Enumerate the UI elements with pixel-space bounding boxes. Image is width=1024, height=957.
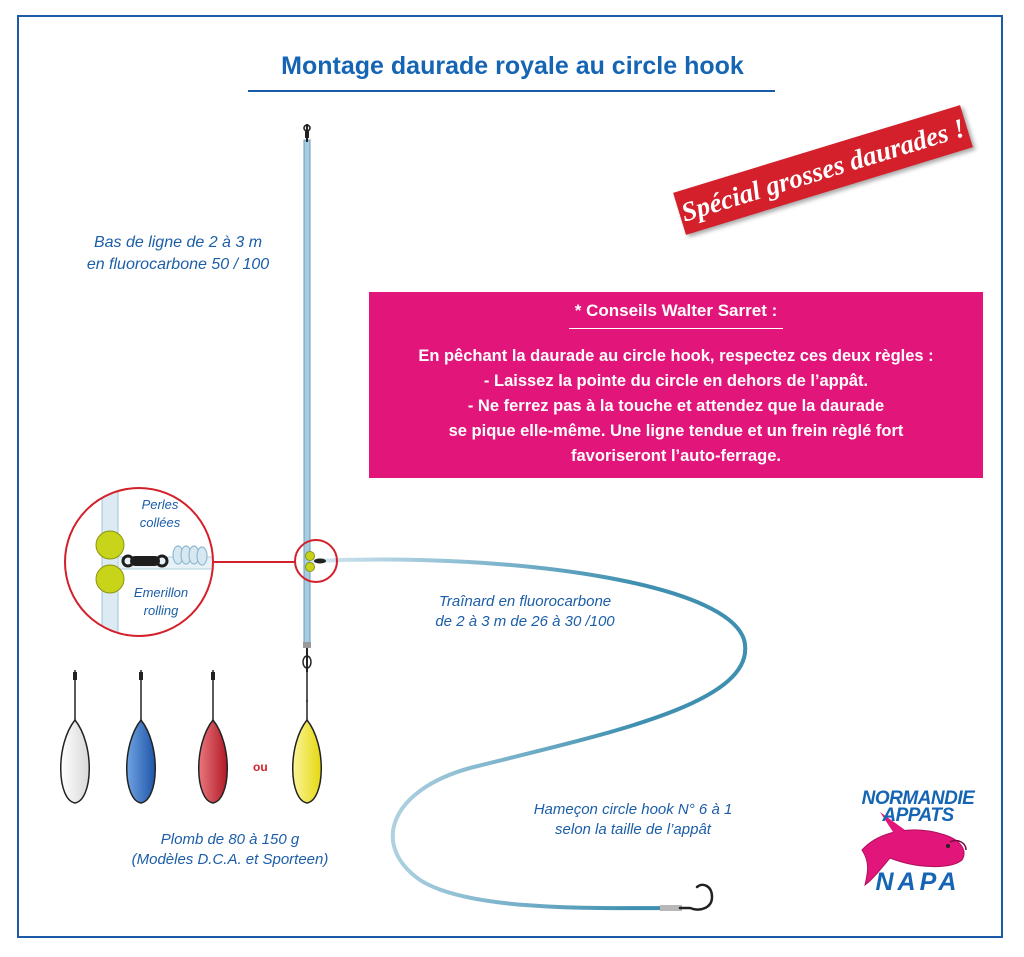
- swivel-label-line-2: rolling: [143, 602, 179, 618]
- white-sinker: [60, 670, 90, 804]
- brand-logo-napa: NAPA: [875, 868, 961, 896]
- advice-line: - Laissez la pointe du circle en dehors …: [483, 372, 869, 390]
- bottom-swivel-icon: [302, 642, 312, 672]
- sinker-label-line-2: (Modèles D.C.A. et Sporteen): [131, 851, 329, 869]
- hook-label-line-2: selon la taille de l’appât: [555, 821, 711, 839]
- beads-label-line-2: collées: [139, 514, 181, 530]
- advice-title-underline: [569, 328, 783, 329]
- swivel-label-line-1: Emerillon: [133, 585, 189, 600]
- red-sinker: [198, 670, 228, 804]
- beads-label-line-1: Perles: [141, 497, 179, 512]
- trailer-label-line-2: de 2 à 3 m de 26 à 30 /100: [435, 613, 615, 631]
- sinker-label: Plomb de 80 à 150 g (Modèles D.C.A. et S…: [110, 830, 350, 871]
- advice-box: * Conseils Walter Sarret : En pêchant la…: [369, 292, 983, 478]
- advice-title: * Conseils Walter Sarret :: [574, 301, 778, 320]
- napa-fish-logo-icon: [861, 812, 967, 887]
- brand-logo-line-2: APPATS: [882, 805, 954, 826]
- circle-hook-icon: [660, 883, 714, 911]
- advice-line: favoriseront l’auto-ferrage.: [571, 447, 781, 465]
- title-underline: [248, 90, 775, 92]
- trailer-line: [310, 557, 748, 911]
- advice-line: - Ne ferrez pas à la touche et attendez …: [467, 397, 885, 415]
- trailer-label: Traînard en fluorocarbone de 2 à 3 m de …: [410, 592, 640, 633]
- magnifier-detail: [64, 487, 214, 637]
- page-title: Montage daurade royale au circle hook: [281, 52, 744, 80]
- brand-logo-text: NORMANDIE APPATS: [858, 788, 978, 826]
- leader-label: Bas de ligne de 2 à 3 m en fluorocarbone…: [58, 232, 298, 275]
- brand-logo-line-1: NORMANDIE: [861, 788, 975, 809]
- page-frame: [17, 15, 1003, 938]
- advice-body: En pêchant la daurade au circle hook, re…: [369, 344, 983, 469]
- hook-label-line-1: Hameçon circle hook N° 6 à 1: [533, 801, 733, 818]
- leader-label-line-2: en fluorocarbone 50 / 100: [86, 255, 270, 273]
- blue-sinker: [126, 670, 156, 804]
- sinker-label-line-1: Plomb de 80 à 150 g: [160, 831, 300, 848]
- swivel-label: Emerillon rolling: [116, 584, 206, 619]
- hook-label: Hameçon circle hook N° 6 à 1 selon la ta…: [508, 800, 758, 841]
- bead-junction: [305, 551, 326, 572]
- beads-label: Perles collées: [120, 496, 200, 531]
- top-swivel-icon: [303, 124, 311, 142]
- leader-label-line-1: Bas de ligne de 2 à 3 m: [93, 234, 263, 251]
- advice-line: se pique elle-même. Une ligne tendue et …: [448, 422, 904, 440]
- trailer-label-line-1: Traînard en fluorocarbone: [438, 593, 612, 610]
- advice-line: En pêchant la daurade au circle hook, re…: [418, 347, 934, 365]
- yellow-sinker: [292, 700, 322, 804]
- or-label: ou: [253, 760, 268, 774]
